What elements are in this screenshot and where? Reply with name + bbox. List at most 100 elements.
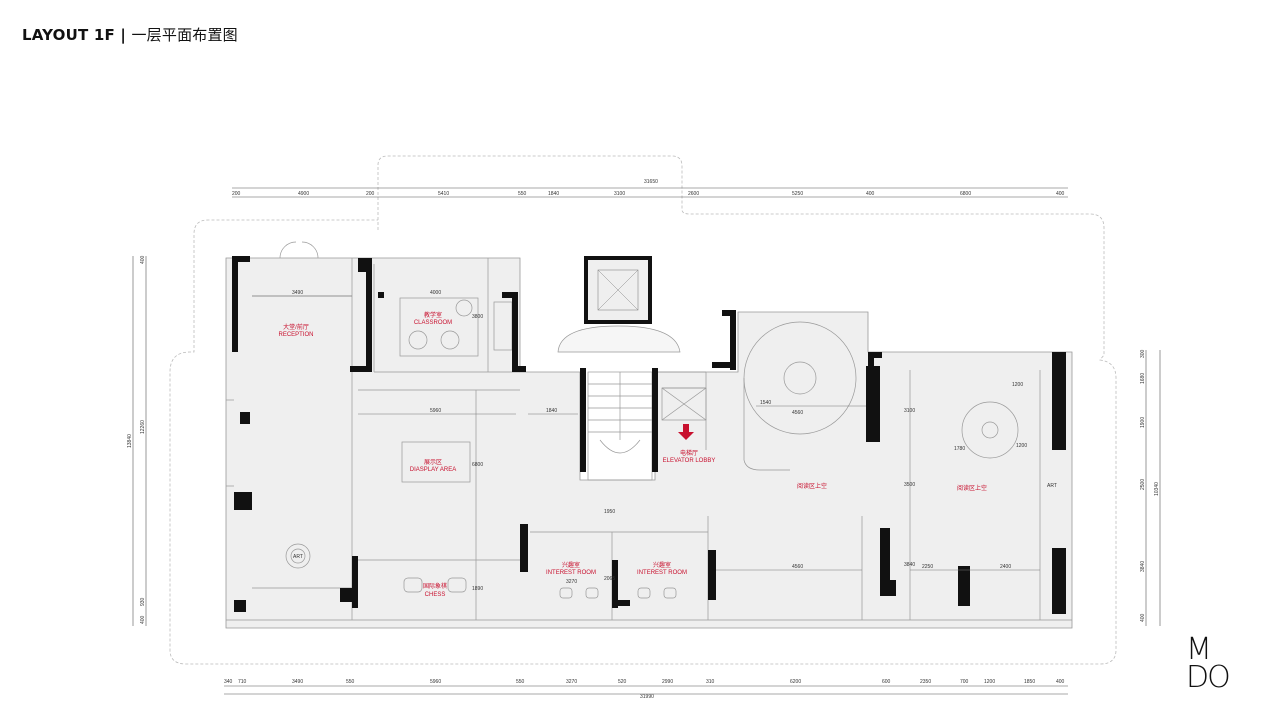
elevator-arrow-icon (678, 424, 694, 440)
dim-1950: 1950 (604, 509, 615, 515)
dim-top-8: 5250 (792, 191, 803, 197)
dim-left-3: 400 (140, 615, 146, 624)
dim-right-4: 3840 (1140, 561, 1146, 572)
dim-3490-inner: 3490 (292, 290, 303, 296)
dim-1780: 1780 (954, 446, 965, 452)
display-label-cn: 展示区 (424, 459, 442, 466)
art-label-1: ART (293, 554, 303, 560)
mdo-logo: M DO (1186, 632, 1242, 695)
dim-bottom-9: 310 (706, 679, 715, 685)
dim-4560-bottom: 4560 (792, 564, 803, 570)
dim-5960-inner: 5960 (430, 408, 441, 414)
dim-bottom-4: 5960 (430, 679, 441, 685)
dim-top-2: 200 (366, 191, 375, 197)
dim-top-9: 400 (866, 191, 875, 197)
bottom-dimensions: 340 710 3490 550 5960 550 3270 520 2990 … (224, 679, 1065, 700)
dim-top-11: 400 (1056, 191, 1065, 197)
page-title: LAYOUT 1F | 一层平面布置图 (22, 24, 238, 45)
dim-1840-inner: 1840 (546, 408, 557, 414)
dim-1890: 1890 (472, 586, 483, 592)
display-label-en: DIASPLAY AREA (410, 467, 456, 473)
dim-bottom-16: 400 (1056, 679, 1065, 685)
elevator-lobby-label-en: ELEVATOR LOBBY (663, 458, 716, 464)
dim-bottom-5: 550 (516, 679, 525, 685)
dim-bottom-3: 550 (346, 679, 355, 685)
dim-2250-inner: 2250 (922, 564, 933, 570)
dim-left-total: 13840 (127, 434, 133, 448)
dim-6800-inner: 6800 (472, 462, 483, 468)
dim-bottom-6: 3270 (566, 679, 577, 685)
dim-bottom-10: 6200 (790, 679, 801, 685)
dim-1540: 1540 (760, 400, 771, 406)
dim-4000: 4000 (430, 290, 441, 296)
dim-3100-inner: 3100 (904, 408, 915, 414)
dim-bottom-14: 1200 (984, 679, 995, 685)
logo-line-2: DO (1186, 660, 1231, 695)
structural-walls (232, 256, 1066, 614)
dim-right-total: 10340 (1154, 482, 1160, 496)
dim-3270-inner: 3270 (566, 579, 577, 585)
dim-3840-inner: 3840 (904, 562, 915, 568)
dimension-lines (132, 187, 1161, 695)
logo-line-1: M (1186, 632, 1212, 667)
classroom-label-cn: 教学室 (424, 311, 442, 319)
dim-bottom-12: 2350 (920, 679, 931, 685)
dim-right-1: 1680 (1140, 373, 1146, 384)
reading-area-2-label: 阅读区上空 (957, 484, 987, 492)
dim-3500: 3500 (904, 482, 915, 488)
site-outline (169, 155, 1117, 665)
dim-2065: 2065 (604, 576, 615, 582)
dim-top-3: 5410 (438, 191, 449, 197)
dim-top-total: 31650 (644, 179, 658, 185)
interest-room-1-label-en: INTEREST ROOM (546, 570, 596, 576)
dim-top-6: 3100 (614, 191, 625, 197)
elevator-lobby-label-cn: 电梯厅 (680, 449, 698, 457)
top-dimensions: 31650 200 4900 200 5410 550 1840 3100 26… (232, 179, 1065, 197)
interest-room-1-label-cn: 兴趣室 (562, 561, 580, 569)
dim-bottom-2: 3490 (292, 679, 303, 685)
dim-bottom-0: 340 (224, 679, 233, 685)
art-label-2: ART (1047, 483, 1057, 489)
dim-1200-a: 1200 (1012, 382, 1023, 388)
dim-top-7: 2600 (688, 191, 699, 197)
interest-room-2-label-cn: 兴趣室 (653, 561, 671, 569)
dim-bottom-1: 710 (238, 679, 247, 685)
dim-right-0: 300 (1140, 349, 1146, 358)
reading-area-1-label: 阅读区上空 (797, 482, 827, 490)
dim-bottom-11: 600 (882, 679, 891, 685)
left-dimensions: 13840 400 12260 930 400 (127, 255, 146, 624)
dim-bottom-8: 2990 (662, 679, 673, 685)
dim-top-10: 6800 (960, 191, 971, 197)
dim-right-5: 400 (1140, 613, 1146, 622)
dim-4560-top: 4560 (792, 410, 803, 416)
dim-right-3: 2500 (1140, 479, 1146, 490)
room-labels: 大堂/前厅 RECEPTION 教学室 CLASSROOM 展示区 DIASPL… (278, 311, 1056, 598)
dim-3800: 3800 (472, 314, 483, 320)
dim-top-0: 200 (232, 191, 241, 197)
reception-label-en: RECEPTION (278, 332, 313, 338)
dim-right-2: 1900 (1140, 417, 1146, 428)
dim-bottom-7: 520 (618, 679, 627, 685)
building-floor (225, 256, 1073, 629)
reception-label-cn: 大堂/前厅 (283, 323, 309, 331)
dim-bottom-13: 700 (960, 679, 969, 685)
dim-2400: 2400 (1000, 564, 1011, 570)
interest-room-2-label-en: INTEREST ROOM (637, 570, 687, 576)
dim-top-1: 4900 (298, 191, 309, 197)
chess-label-en: CHESS (425, 592, 446, 598)
dim-bottom-total: 31990 (640, 694, 654, 700)
dim-top-5: 1840 (548, 191, 559, 197)
right-dimensions: 10340 300 1680 1900 2500 3840 400 (1140, 349, 1160, 622)
dim-1200-b: 1200 (1016, 443, 1027, 449)
title-en: LAYOUT 1F | (22, 26, 127, 44)
inner-dimension-texts: 3490 4000 3800 5960 1840 6800 1950 1890 … (292, 290, 1027, 592)
inner-dimensions (252, 295, 1040, 571)
dim-bottom-15: 1850 (1024, 679, 1035, 685)
chess-label-cn: 国际象棋 (423, 582, 447, 590)
title-cn: 一层平面布置图 (131, 26, 238, 44)
dim-left-0: 400 (140, 255, 146, 264)
classroom-label-en: CLASSROOM (414, 320, 452, 326)
dim-top-4: 550 (518, 191, 527, 197)
dim-left-1: 12260 (140, 420, 146, 434)
